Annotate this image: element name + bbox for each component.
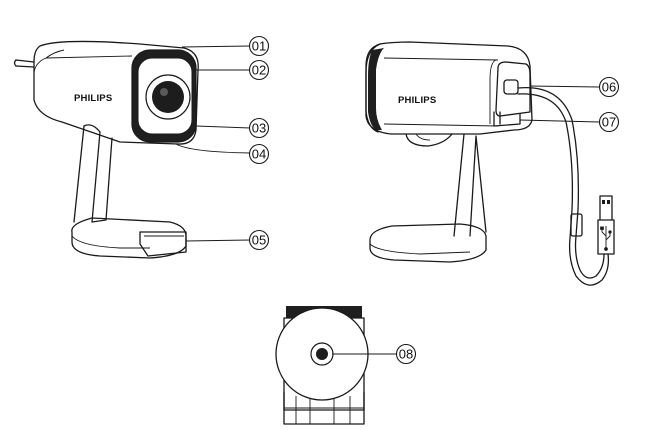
bottom-view: [275, 306, 369, 425]
back-stand-neck: [453, 133, 487, 237]
callout-02-label: 02: [252, 63, 266, 78]
front-camera-body: [33, 40, 199, 145]
front-cable-stub: [15, 59, 35, 68]
back-camera-body: [365, 41, 533, 135]
callout-01-label: 01: [252, 39, 266, 54]
back-port-plate: [495, 61, 531, 117]
front-brand-logo: PHILIPS: [74, 93, 112, 104]
callout-01: 01: [248, 35, 270, 57]
front-base-tab: [139, 231, 187, 257]
back-brand-logo: PHILIPS: [398, 95, 436, 106]
callout-06-label: 06: [602, 80, 616, 95]
usb-port: [503, 79, 519, 95]
callout-04: 04: [248, 143, 270, 165]
callout-03-label: 03: [252, 121, 266, 136]
usb-plug: [597, 195, 615, 255]
callout-05-label: 05: [252, 233, 266, 248]
front-view: PHILIPS: [13, 40, 199, 259]
usb-cable: [517, 86, 605, 279]
front-stand-neck: [73, 124, 101, 223]
callout-leaders: [175, 45, 600, 355]
cable-ferrite: [570, 213, 583, 237]
callout-08-label: 08: [399, 347, 413, 362]
callout-03: 03: [248, 117, 270, 139]
callout-06: 06: [598, 76, 620, 98]
callout-02: 02: [248, 59, 270, 81]
back-stand-base: [369, 223, 487, 263]
front-stand-base: [71, 217, 187, 259]
rear-loop: [405, 133, 453, 147]
tripod-mount-hole: [316, 348, 328, 360]
callout-07: 07: [598, 111, 620, 133]
callout-08: 08: [395, 343, 417, 365]
mount-clip: [493, 111, 521, 127]
callout-07-label: 07: [602, 115, 616, 130]
callout-04-label: 04: [252, 147, 266, 162]
front-lens: [152, 81, 184, 113]
usb-symbol-icon: [600, 226, 612, 251]
back-view: PHILIPS: [365, 41, 615, 286]
callout-05: 05: [248, 229, 270, 251]
